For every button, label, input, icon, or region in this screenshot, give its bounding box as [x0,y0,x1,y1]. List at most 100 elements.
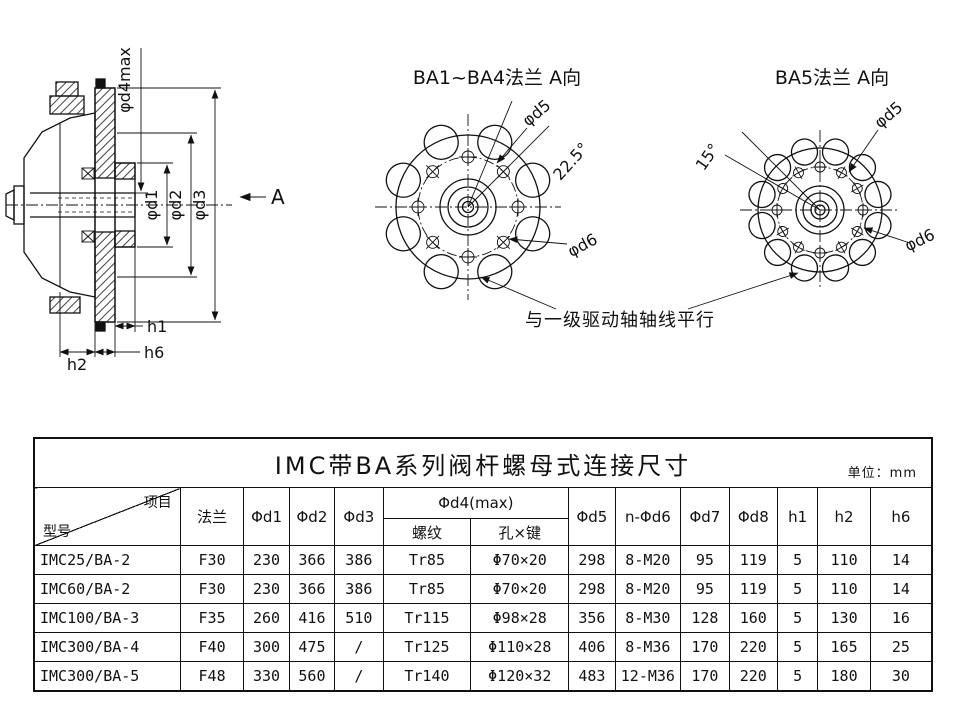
cell-d7: 95 [680,545,730,575]
label-d3: φd3 [190,190,209,221]
bolt-hole [425,235,440,250]
callout-leaders [480,272,799,310]
bolt-hole [792,240,805,254]
lobe [864,211,892,240]
cell-d8: 160 [728,603,779,633]
cell-thread: Tr115 [382,603,472,633]
label-d1: φd1 [142,190,161,221]
cell-d8: 220 [728,661,779,692]
corner-label-item: 项目 [143,495,172,511]
bolt-hole [850,225,864,238]
table-row: IMC60/BA-2 F30 230 366 386 Tr85 Φ70×20 2… [33,574,933,604]
bolt-hole [792,166,805,180]
cell-h1: 5 [777,545,819,575]
d6-leader [508,236,568,245]
label-right-d6: φd6 [902,225,938,255]
bolt-hole [835,166,848,180]
lobe [423,254,459,290]
bolt-hole [425,164,440,179]
cell-thread: Tr85 [382,574,472,604]
cell-d3: 386 [334,545,384,575]
lobe [864,180,892,209]
d5-leader [848,129,879,173]
header-thread: 螺纹 [382,518,472,546]
label-right-angle: 15° [692,140,724,174]
cell-d3: 510 [334,603,384,633]
cell-hole-key: Φ98×28 [470,603,570,633]
top-cap-lower [49,95,85,115]
table-header-row-2: 螺纹 孔×键 [34,518,932,546]
angle-line-135 [741,131,821,211]
table-row: IMC300/BA-4 F40 300 475 / Tr125 Φ110×28 … [33,632,933,662]
callout-text: 与一级驱动轴轴线平行 [525,310,715,331]
cell-model: IMC100/BA-3 [33,603,181,633]
cell-hole-key: Φ110×28 [470,632,570,662]
flange-ba5-title: BA5法兰 A向 [775,67,889,89]
cell-model: IMC300/BA-4 [33,632,181,662]
bolt-hole [776,225,790,238]
cell-d6: 12-M36 [614,661,682,692]
header-d8: Φd8 [728,487,779,546]
cell-d8: 220 [728,632,779,662]
cell-thread: Tr125 [382,632,472,662]
cell-d5: 298 [568,574,616,604]
cell-model: IMC60/BA-2 [33,574,181,604]
lobe [790,138,819,166]
header-d1: Φd1 [243,487,290,546]
d5-leader [496,127,528,164]
hub-hatch-bottom [114,230,136,248]
cell-d1: 230 [243,574,290,604]
label-mid-angle: 22.5° [549,139,592,184]
drawing-labels: BA1~BA4法兰 A向 BA5法兰 A向 φd4max φd1 φd2 φd3… [67,47,938,374]
bearing-top [81,167,95,180]
cell-hole-key: Φ120×32 [470,661,570,692]
lobe [821,138,850,166]
cell-d2: 416 [288,603,336,633]
header-d3: Φd3 [334,487,384,546]
label-right-d5: φd5 [871,98,907,132]
label-mid-d5: φd5 [519,96,555,130]
cell-h2: 165 [817,632,871,662]
cell-d6: 8-M20 [614,574,682,604]
cell-d1: 260 [243,603,290,633]
flange-bolt-bottom [95,321,106,332]
cell-flange: F48 [179,661,245,692]
bolt-hole [850,182,864,195]
flange-hatch-top [94,87,116,179]
cell-d3: / [334,661,384,692]
flange-view-ba5 [724,129,911,290]
header-d5: Φd5 [568,487,616,546]
table-title-cell: IMC带BA系列阀杆螺母式连接尺寸 单位：mm [33,437,933,488]
cell-d5: 483 [568,661,616,692]
angle-line-67 [467,100,513,208]
bearing-bottom [81,230,95,243]
hub-circle-inner [447,186,489,228]
bolt-hole [813,246,827,260]
side-section-view [5,48,266,357]
table-row: IMC300/BA-5 F48 330 560 / Tr140 Φ120×32 … [33,661,933,692]
header-d2: Φd2 [288,487,336,546]
cell-flange: F35 [179,603,245,633]
header-d7: Φd7 [680,487,730,546]
cell-h1: 5 [777,603,819,633]
cell-h2: 180 [817,661,871,692]
cell-flange: F30 [179,545,245,575]
bolt-hole [509,198,527,216]
cell-d1: 300 [243,632,290,662]
label-h6: h6 [144,343,164,362]
top-cap-upper [55,81,79,97]
cell-h6: 14 [869,574,933,604]
angle-line-150 [724,154,821,211]
lobe [515,216,551,252]
cell-d1: 230 [243,545,290,575]
table-row: IMC100/BA-3 F35 260 416 510 Tr115 Φ98×28… [33,603,933,633]
lobe [763,238,792,267]
bolt-hole [813,160,827,174]
bottom-block [49,296,81,314]
label-view-a: A [271,185,285,209]
flange-view-ba1-ba4 [375,100,568,300]
cell-d5: 406 [568,632,616,662]
lobe [848,238,877,267]
header-flange: 法兰 [179,487,245,546]
bolt-hole [409,198,427,216]
